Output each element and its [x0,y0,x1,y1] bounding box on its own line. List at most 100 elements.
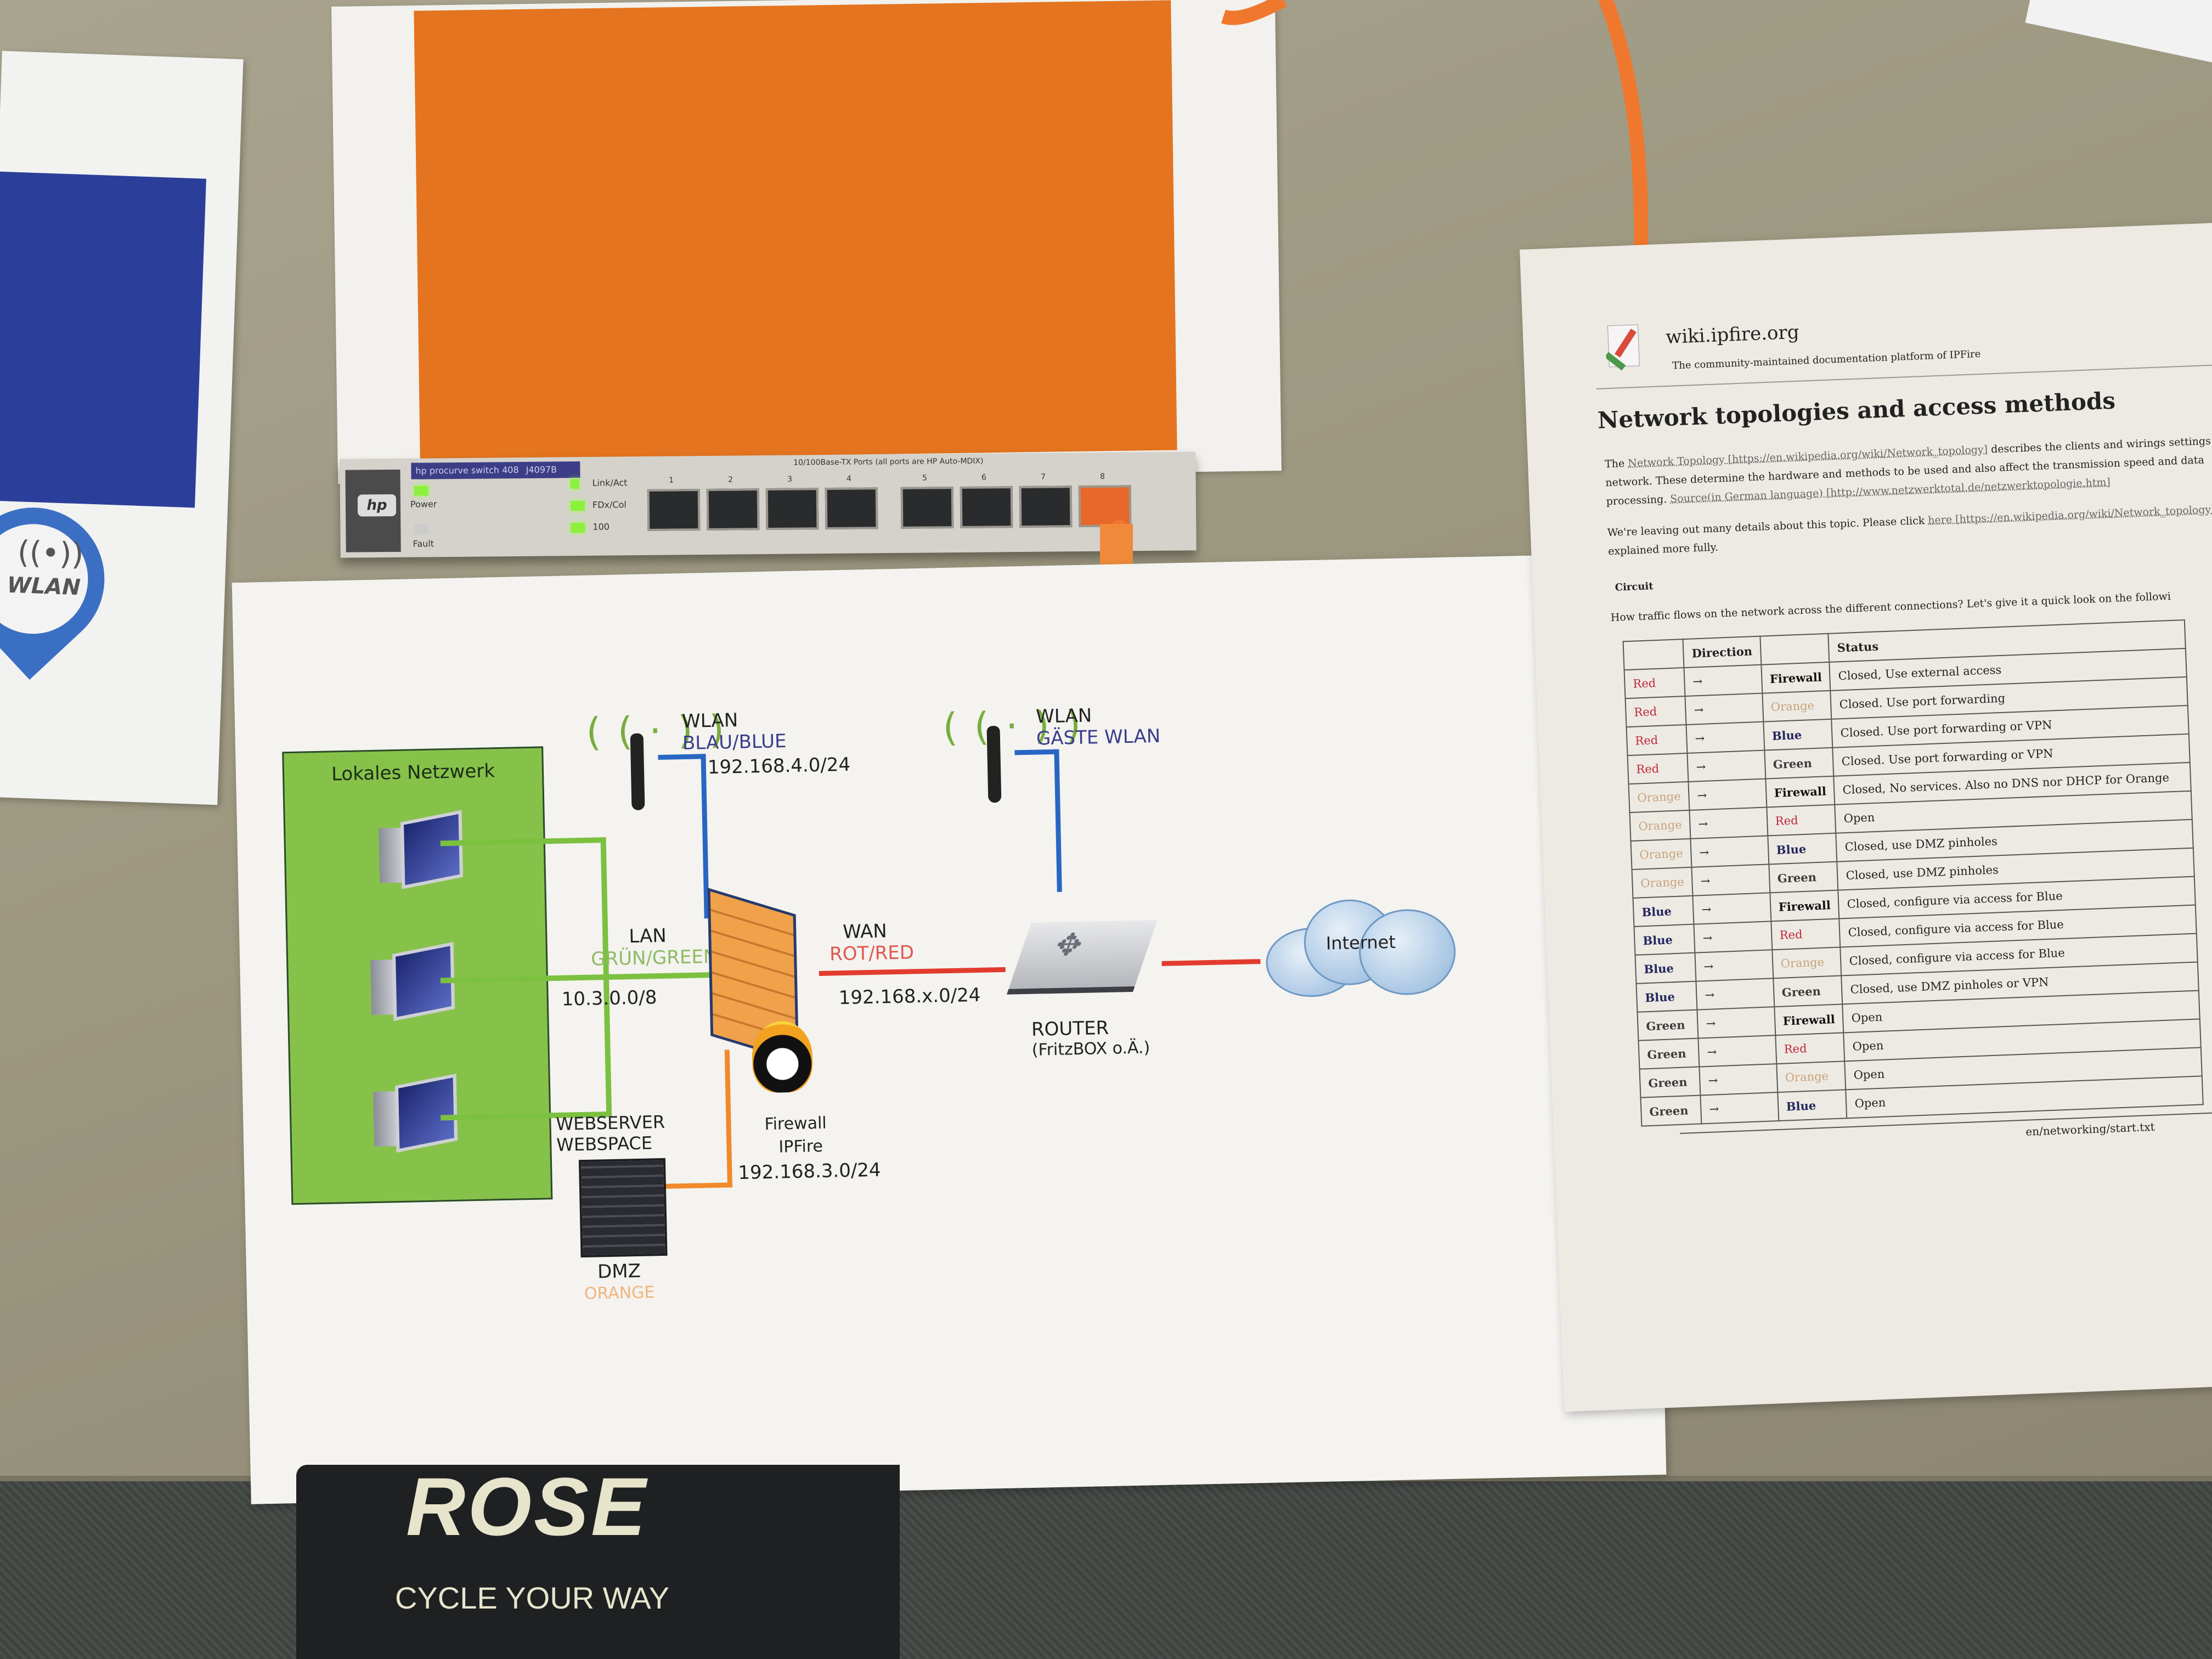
link-act-label: Link/Act [592,477,628,488]
zone-to: Red [1775,1032,1845,1064]
ethernet-port[interactable] [1078,485,1132,528]
wiki-printout: wiki.ipfire.org The community-maintained… [1520,221,2212,1412]
zone-from: Green [1640,1095,1702,1126]
wan-line [819,967,1006,976]
power-led [414,486,428,496]
ipfire-penguin-icon [751,1020,814,1093]
port8-link-led [570,479,579,489]
zone-to: Firewall [1774,1004,1844,1036]
ports-caption: 10/100Base-TX Ports (all ports are HP Au… [793,456,984,467]
ethernet-port[interactable] [647,489,701,531]
lan-subtitle: GRÜN/GREEN [590,945,718,970]
dmz-line [724,1049,732,1187]
webspace-label: WEBSPACE [556,1132,653,1156]
direction-arrow: → [1688,778,1767,810]
port8-fdx-led [570,500,585,511]
zone-from: Green [1637,1009,1699,1041]
direction-arrow: → [1691,864,1770,896]
dmz-line [661,1182,732,1189]
direction-arrow: → [1689,807,1768,839]
zone-from: Red [1627,753,1689,785]
zone-from: Red [1626,724,1688,756]
zone-to: Orange [1762,690,1832,722]
direction-arrow: → [1695,950,1773,981]
direction-arrow: → [1700,1092,1779,1124]
wiki-logo-icon [1605,324,1640,371]
zone-from: Blue [1635,952,1696,984]
router-icon: ✥ [1007,920,1158,995]
wiki-details-paragraph: We're leaving out many details about thi… [1607,499,2212,561]
zone-from: Blue [1634,924,1695,955]
firewall-label: Firewall [764,1113,827,1135]
zone-to: Orange [1771,947,1842,979]
backpack [296,1465,900,1659]
wiki-site-name: wiki.ipfire.org [1665,321,1800,348]
wiki-tagline: The community-maintained documentation p… [1672,348,1981,372]
internet-line [1161,959,1261,966]
direction-arrow: → [1697,1007,1775,1039]
zone-to: Firewall [1769,890,1839,922]
zone-from: Orange [1632,867,1693,898]
router-title: ROUTER [1031,1017,1109,1041]
zone-to: Blue [1767,833,1837,865]
port-number: 4 [847,474,852,483]
traffic-intro: How traffic flows on the network across … [1610,590,2171,624]
wan-subtitle: ROT/RED [829,941,915,966]
local-network-title: Lokales Netzwerk [331,760,495,786]
direction-arrow: → [1684,664,1762,697]
ethernet-port[interactable] [960,486,1013,528]
switch-model-number: J4097B [526,464,557,475]
speed-label: 100 [592,521,610,532]
here-link[interactable]: here [https://en.wikipedia.org/wiki/Netw… [1927,503,2212,527]
wan-subnet: 192.168.x.0/24 [838,984,981,1009]
port-number: 5 [922,473,928,483]
pc-icon [359,942,455,1026]
port-number: 1 [669,476,674,485]
zone-to: Blue [1763,719,1833,751]
port8-speed-led [571,522,585,533]
wan-title: WAN [842,920,888,944]
network-diagram-sheet: Lokales Netzwerk ((·)) WLAN BLAU/BLUE 19… [232,553,1667,1504]
para-text: We're leaving out many details about thi… [1607,514,1928,539]
port-number: 2 [728,475,733,484]
bag-slogan: CYCLE YOUR WAY [395,1581,669,1615]
header-from [1623,639,1684,670]
zone-to: Green [1768,861,1838,893]
direction-arrow: → [1686,721,1764,753]
zone-to: Red [1770,918,1841,950]
wlan-blue-line [658,754,705,760]
port-number: 8 [1100,472,1105,481]
ethernet-port[interactable] [900,487,954,529]
port-number: 6 [981,473,987,482]
zone-from: Orange [1628,781,1690,813]
ethernet-port[interactable] [765,488,819,531]
zone-from: Red [1625,696,1686,727]
ipfire-label: IPFire [778,1136,823,1157]
wlan-guest-title: WLAN [1035,704,1092,728]
zone-to: Green [1764,747,1834,779]
zone-from: Green [1639,1066,1701,1098]
switch-model-name: hp procurve switch 408 [415,464,519,476]
wlan-blue-subnet: 192.168.4.0/24 [707,753,851,779]
zone-to: Firewall [1765,776,1835,808]
fault-led [414,524,429,534]
wlan-flyer: ((•)) WLAN [0,50,244,805]
hp-logo: hp [357,494,397,517]
circuit-heading: Circuit [1615,580,1654,594]
switch-model-label: hp procurve switch 408 J4097B [411,461,580,479]
zone-to: Firewall [1760,662,1831,693]
server-icon [578,1158,668,1258]
internet-cloud-icon: Internet [1265,887,1457,1000]
power-led-label: Power [410,499,437,510]
header-to [1759,633,1830,665]
ethernet-port[interactable] [706,488,760,531]
direction-arrow: → [1692,893,1771,924]
wiki-heading: Network topologies and access methods [1597,387,2116,434]
ethernet-port[interactable] [1019,486,1073,528]
port-number: 7 [1041,472,1046,482]
zone-to: Orange [1776,1061,1846,1093]
ethernet-port[interactable] [825,487,878,530]
orange-sheet [414,0,1177,461]
wlan-guest-line [1014,749,1059,755]
